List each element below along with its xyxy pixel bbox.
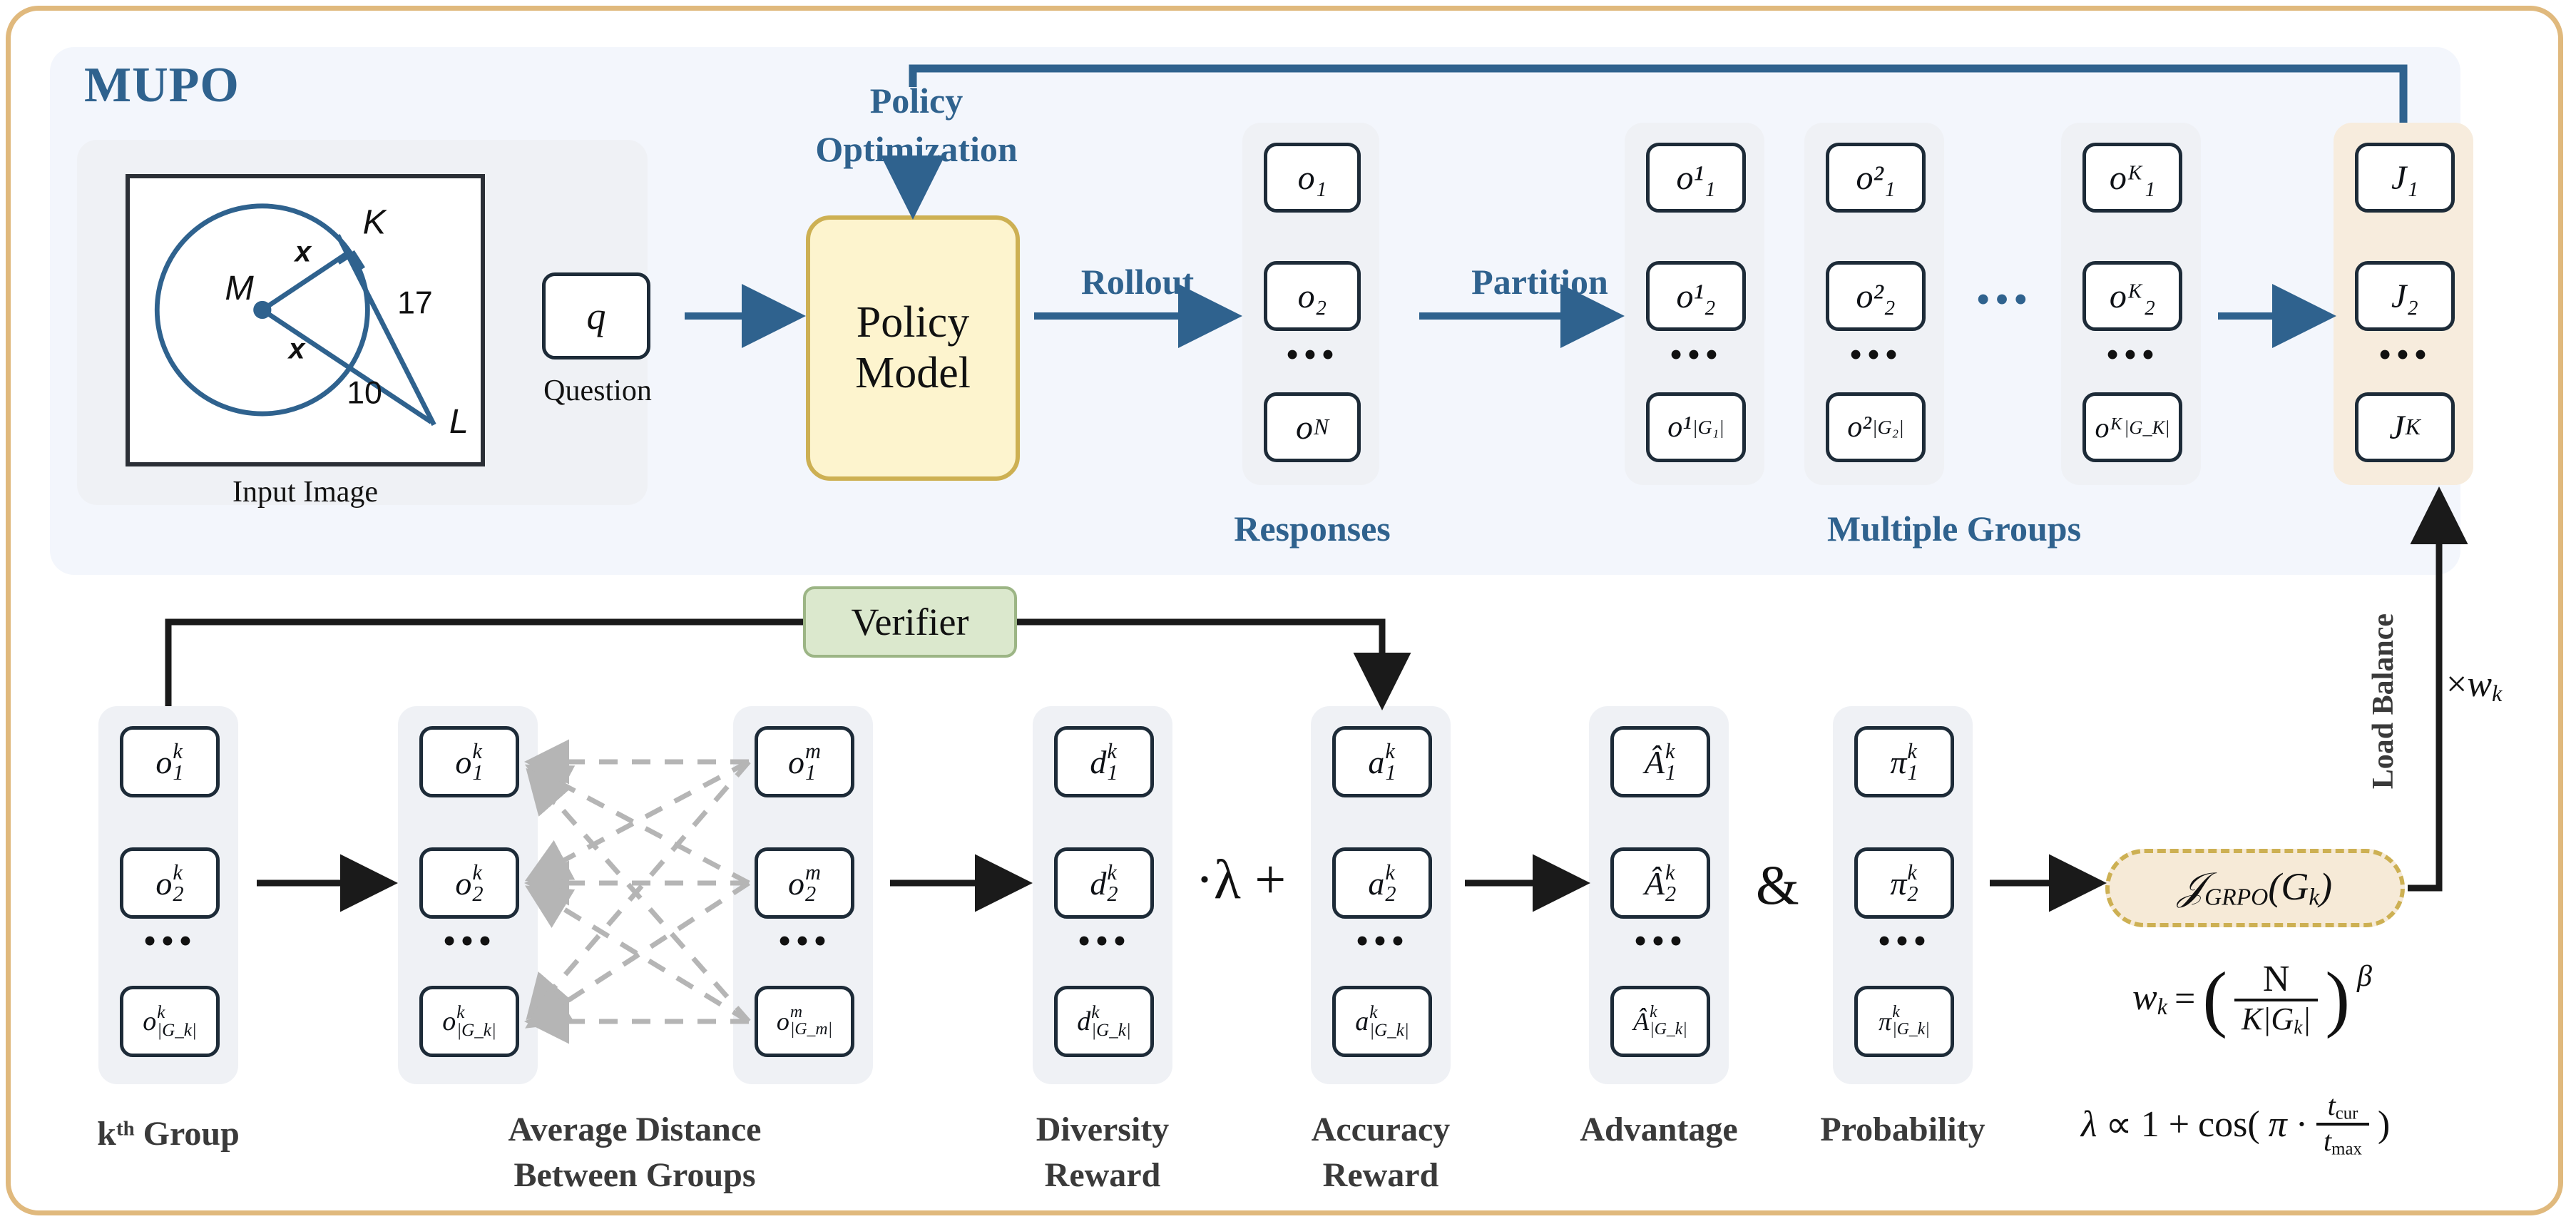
input-image-caption: Input Image — [232, 476, 379, 509]
diversity-caption-line2: Reward — [1044, 1156, 1161, 1194]
kth-group-caption: kᵗʰ Group — [97, 1115, 240, 1153]
groupk-ellipsis: ••• — [2105, 333, 2160, 377]
response-token: o₂ — [1264, 261, 1361, 331]
lambda-operator: ·λ + — [1195, 848, 1287, 910]
accuracy-caption-line2: Reward — [1322, 1156, 1439, 1194]
verifier-box[interactable]: Verifier — [803, 586, 1017, 658]
svg-text:x: x — [293, 235, 312, 267]
probability-caption: Probability — [1820, 1111, 1985, 1148]
groups-ellipsis-between: ••• — [1976, 276, 2033, 323]
avg-distance-left-ellipsis: ••• — [442, 919, 496, 963]
policy-model-line2: Model — [855, 349, 971, 397]
group1-ellipsis: ••• — [1669, 333, 1723, 377]
accuracy-ellipsis: ••• — [1355, 919, 1409, 963]
svg-text:x: x — [287, 332, 307, 364]
svg-text:L: L — [449, 402, 469, 441]
responses-ellipsis: ••• — [1285, 333, 1339, 377]
groupk-token: oᴷ|G_K| — [2082, 392, 2182, 462]
advantage-caption: Advantage — [1580, 1111, 1738, 1148]
svg-text:K: K — [363, 203, 388, 242]
svg-text:M: M — [225, 269, 254, 307]
group1-token: o¹₁ — [1646, 143, 1746, 213]
load-balance-label: Load Balance — [2367, 613, 2400, 790]
group1-token: o¹₂ — [1646, 261, 1746, 331]
diversity-ellipsis: ••• — [1077, 919, 1131, 963]
accuracy-caption-line1: Accuracy — [1311, 1111, 1451, 1148]
response-token: o₁ — [1264, 143, 1361, 213]
input-image: M K L x x 17 10 — [126, 174, 485, 466]
group2-token: o²₁ — [1826, 143, 1926, 213]
question-caption: Question — [543, 374, 652, 407]
grpo-objective-pill[interactable]: 𝒥GRPO(Gk) — [2105, 849, 2405, 927]
policy-model-box[interactable]: Policy Model — [806, 215, 1020, 481]
group2-ellipsis: ••• — [1849, 333, 1903, 377]
grpo-label: 𝒥GRPO(Gk) — [2177, 865, 2333, 911]
objective-token: J₁ — [2355, 143, 2455, 213]
objectives-ellipsis: ••• — [2378, 333, 2432, 377]
multiple-groups-caption: Multiple Groups — [1826, 509, 2082, 549]
lambda-formula: λ∝1 +cos( π· tcur tmax ) — [2081, 1089, 2391, 1159]
group2-token: o²|G₂| — [1826, 392, 1926, 462]
partition-label: Partition — [1471, 262, 1608, 302]
group1-token: o¹|G₁| — [1646, 392, 1746, 462]
avg-distance-caption-line1: Average Distance — [508, 1111, 762, 1148]
groupk-token: oᴷ₁ — [2082, 143, 2182, 213]
and-operator: & — [1756, 854, 1799, 916]
group2-token: o²₂ — [1826, 261, 1926, 331]
policy-model-line1: Policy — [856, 298, 970, 347]
svg-text:17: 17 — [397, 285, 433, 320]
policy-optimization-label-line1: Policy — [869, 81, 964, 121]
weight-formula: wk= ( N K|Gk| ) β — [2132, 957, 2372, 1039]
avg-distance-right-ellipsis: ••• — [777, 919, 832, 963]
page-title: MUPO — [84, 58, 240, 113]
probability-ellipsis: ••• — [1877, 919, 1931, 963]
question-token: q — [542, 272, 650, 359]
groupk-token: oᴷ₂ — [2082, 261, 2182, 331]
kth-group-ellipsis: ••• — [143, 919, 197, 963]
advantage-ellipsis: ••• — [1633, 919, 1687, 963]
load-balance-multiplier: ×wk — [2446, 664, 2503, 707]
avg-distance-caption-line2: Between Groups — [513, 1156, 756, 1194]
objective-token: J₂ — [2355, 261, 2455, 331]
diversity-caption-line1: Diversity — [1036, 1111, 1170, 1148]
rollout-label: Rollout — [1080, 262, 1195, 302]
responses-caption: Responses — [1234, 509, 1391, 549]
policy-optimization-label-line2: Optimization — [815, 129, 1018, 169]
svg-text:10: 10 — [347, 375, 382, 410]
